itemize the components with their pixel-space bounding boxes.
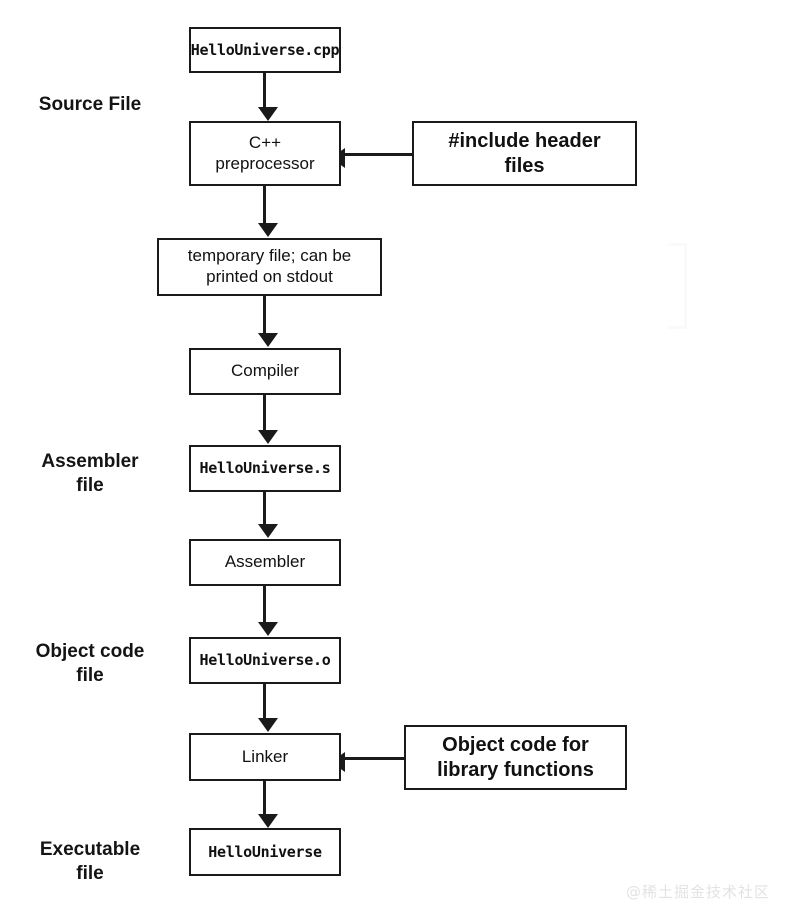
- arrow-headers-to-preprocessor: [331, 147, 412, 168]
- node-object-file[interactable]: HelloUniverse.o: [189, 637, 341, 684]
- node-assembly-file[interactable]: HelloUniverse.s: [189, 445, 341, 492]
- watermark-text: @稀土掘金技术社区: [625, 883, 770, 901]
- node-source-file[interactable]: HelloUniverse.cpp: [189, 27, 341, 73]
- arrow-tempfile-to-compiler: [257, 296, 278, 347]
- node-assembler[interactable]: Assembler: [189, 539, 341, 586]
- node-library-object-code[interactable]: Object code for library functions: [404, 725, 627, 790]
- node-temporary-file[interactable]: temporary file; can be printed on stdout: [157, 238, 382, 296]
- arrow-assembly-to-assembler: [257, 492, 278, 538]
- arrow-assembler-to-objectfile: [257, 586, 278, 636]
- arrow-libobjects-to-linker: [331, 751, 404, 772]
- arrow-linker-to-executable: [257, 781, 278, 828]
- label-assembler-file: Assembler file: [41, 451, 139, 497]
- arrow-source-to-preprocessor: [257, 73, 278, 121]
- label-object-code-file: Object code file: [35, 641, 145, 687]
- node-executable-file[interactable]: HelloUniverse: [189, 828, 341, 876]
- node-linker[interactable]: Linker: [189, 733, 341, 781]
- arrow-objectfile-to-linker: [257, 684, 278, 732]
- node-cpp-preprocessor[interactable]: C++ preprocessor: [189, 121, 341, 186]
- node-include-header-files[interactable]: #include header files: [412, 121, 637, 186]
- label-source-file: Source File: [38, 94, 142, 115]
- node-compiler[interactable]: Compiler: [189, 348, 341, 395]
- label-executable-file: Executable file: [39, 839, 141, 885]
- watermark-bracket-shape: [668, 243, 687, 329]
- arrow-compiler-to-assembly: [257, 395, 278, 444]
- arrow-preprocessor-to-tempfile: [257, 186, 278, 237]
